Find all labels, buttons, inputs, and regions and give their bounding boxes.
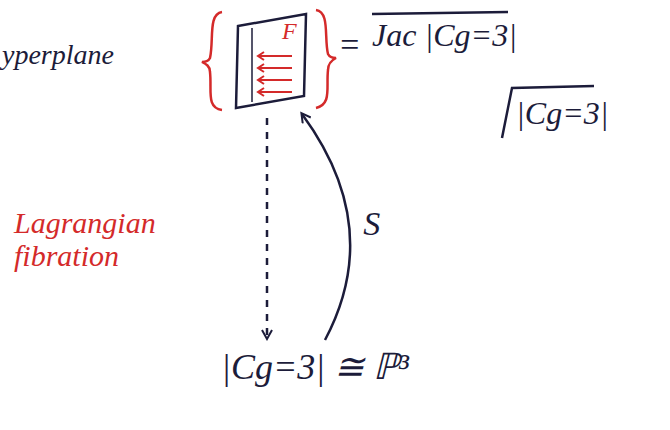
map-arrow [302,114,350,340]
note-label: Lagrangian fibration [14,206,174,272]
fiber-arrow [258,88,292,96]
base-formula: |Cg=3| ≅ ℙ³ [221,348,409,388]
right-brace [316,10,336,108]
fiber-arrow [258,52,292,60]
fiber-arrow [258,76,292,84]
left-brace [202,12,222,110]
note-label: yperplane [2,40,114,71]
overline [372,12,508,14]
hyperplane-shape [232,12,310,110]
note-label: = [338,26,361,63]
note-label: |Cg=3| [516,96,609,131]
base-space: |Cg=3| ≅ ℙ³ [215,342,415,394]
fiber-label: F [282,18,297,44]
note-label: Jac |Cg=3| [372,18,517,53]
map-arrow [266,118,269,338]
fiber-arrow [258,64,292,72]
section-label: S [363,205,380,242]
hyperplane: F [232,12,310,110]
